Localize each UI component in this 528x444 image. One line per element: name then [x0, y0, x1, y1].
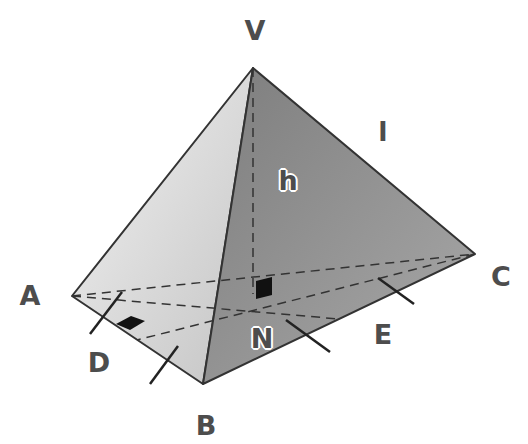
vertex-label: V [245, 17, 266, 44]
point-label: D [88, 349, 110, 376]
height-label: h [278, 167, 297, 194]
vertex-label: B [196, 412, 217, 439]
vertex-label: A [20, 282, 41, 309]
tick-marks [90, 278, 414, 384]
point-label: N [251, 325, 274, 352]
right-angle-mark [116, 316, 145, 330]
edge-label: l [378, 118, 387, 145]
right-angle-mark [256, 277, 272, 299]
point-label: E [374, 321, 392, 348]
vertex-label: C [491, 263, 511, 290]
right-face [203, 68, 475, 384]
hidden-lines [72, 68, 475, 340]
